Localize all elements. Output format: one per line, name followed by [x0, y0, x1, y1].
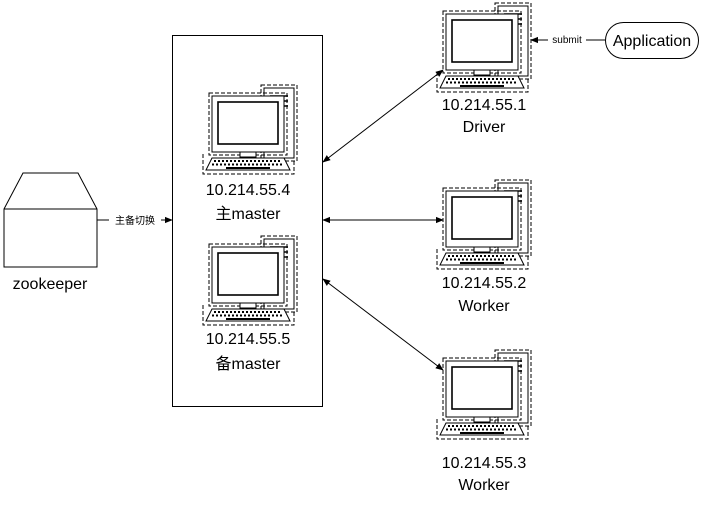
driver-computer-icon [436, 2, 532, 93]
zookeeper-label: zookeeper [13, 276, 88, 293]
submit-edge-label: submit [552, 35, 582, 46]
application-node [605, 22, 699, 59]
standby-master-role: 备master [216, 355, 282, 373]
standby-master-ip: 10.214.55.5 [206, 331, 291, 348]
worker1-ip: 10.214.55.2 [442, 275, 527, 292]
application-label: Application [613, 33, 691, 50]
worker1-role: Worker [458, 298, 510, 315]
primary-master-ip: 10.214.55.4 [206, 182, 291, 199]
primary-master-computer-icon [202, 84, 298, 175]
edge-master-driver [322, 69, 444, 163]
zookeeper-icon [3, 172, 98, 268]
driver-ip: 10.214.55.1 [442, 97, 527, 114]
worker2-computer-icon [436, 349, 532, 440]
worker1-computer-icon [436, 179, 532, 270]
worker2-role: Worker [458, 477, 510, 494]
primary-master-role: 主master [216, 205, 282, 223]
edge-master-worker2 [322, 278, 444, 371]
worker2-ip: 10.214.55.3 [442, 455, 527, 472]
driver-role: Driver [463, 119, 506, 136]
failover-edge-label: 主备切换 [115, 214, 155, 227]
standby-master-computer-icon [202, 235, 298, 326]
